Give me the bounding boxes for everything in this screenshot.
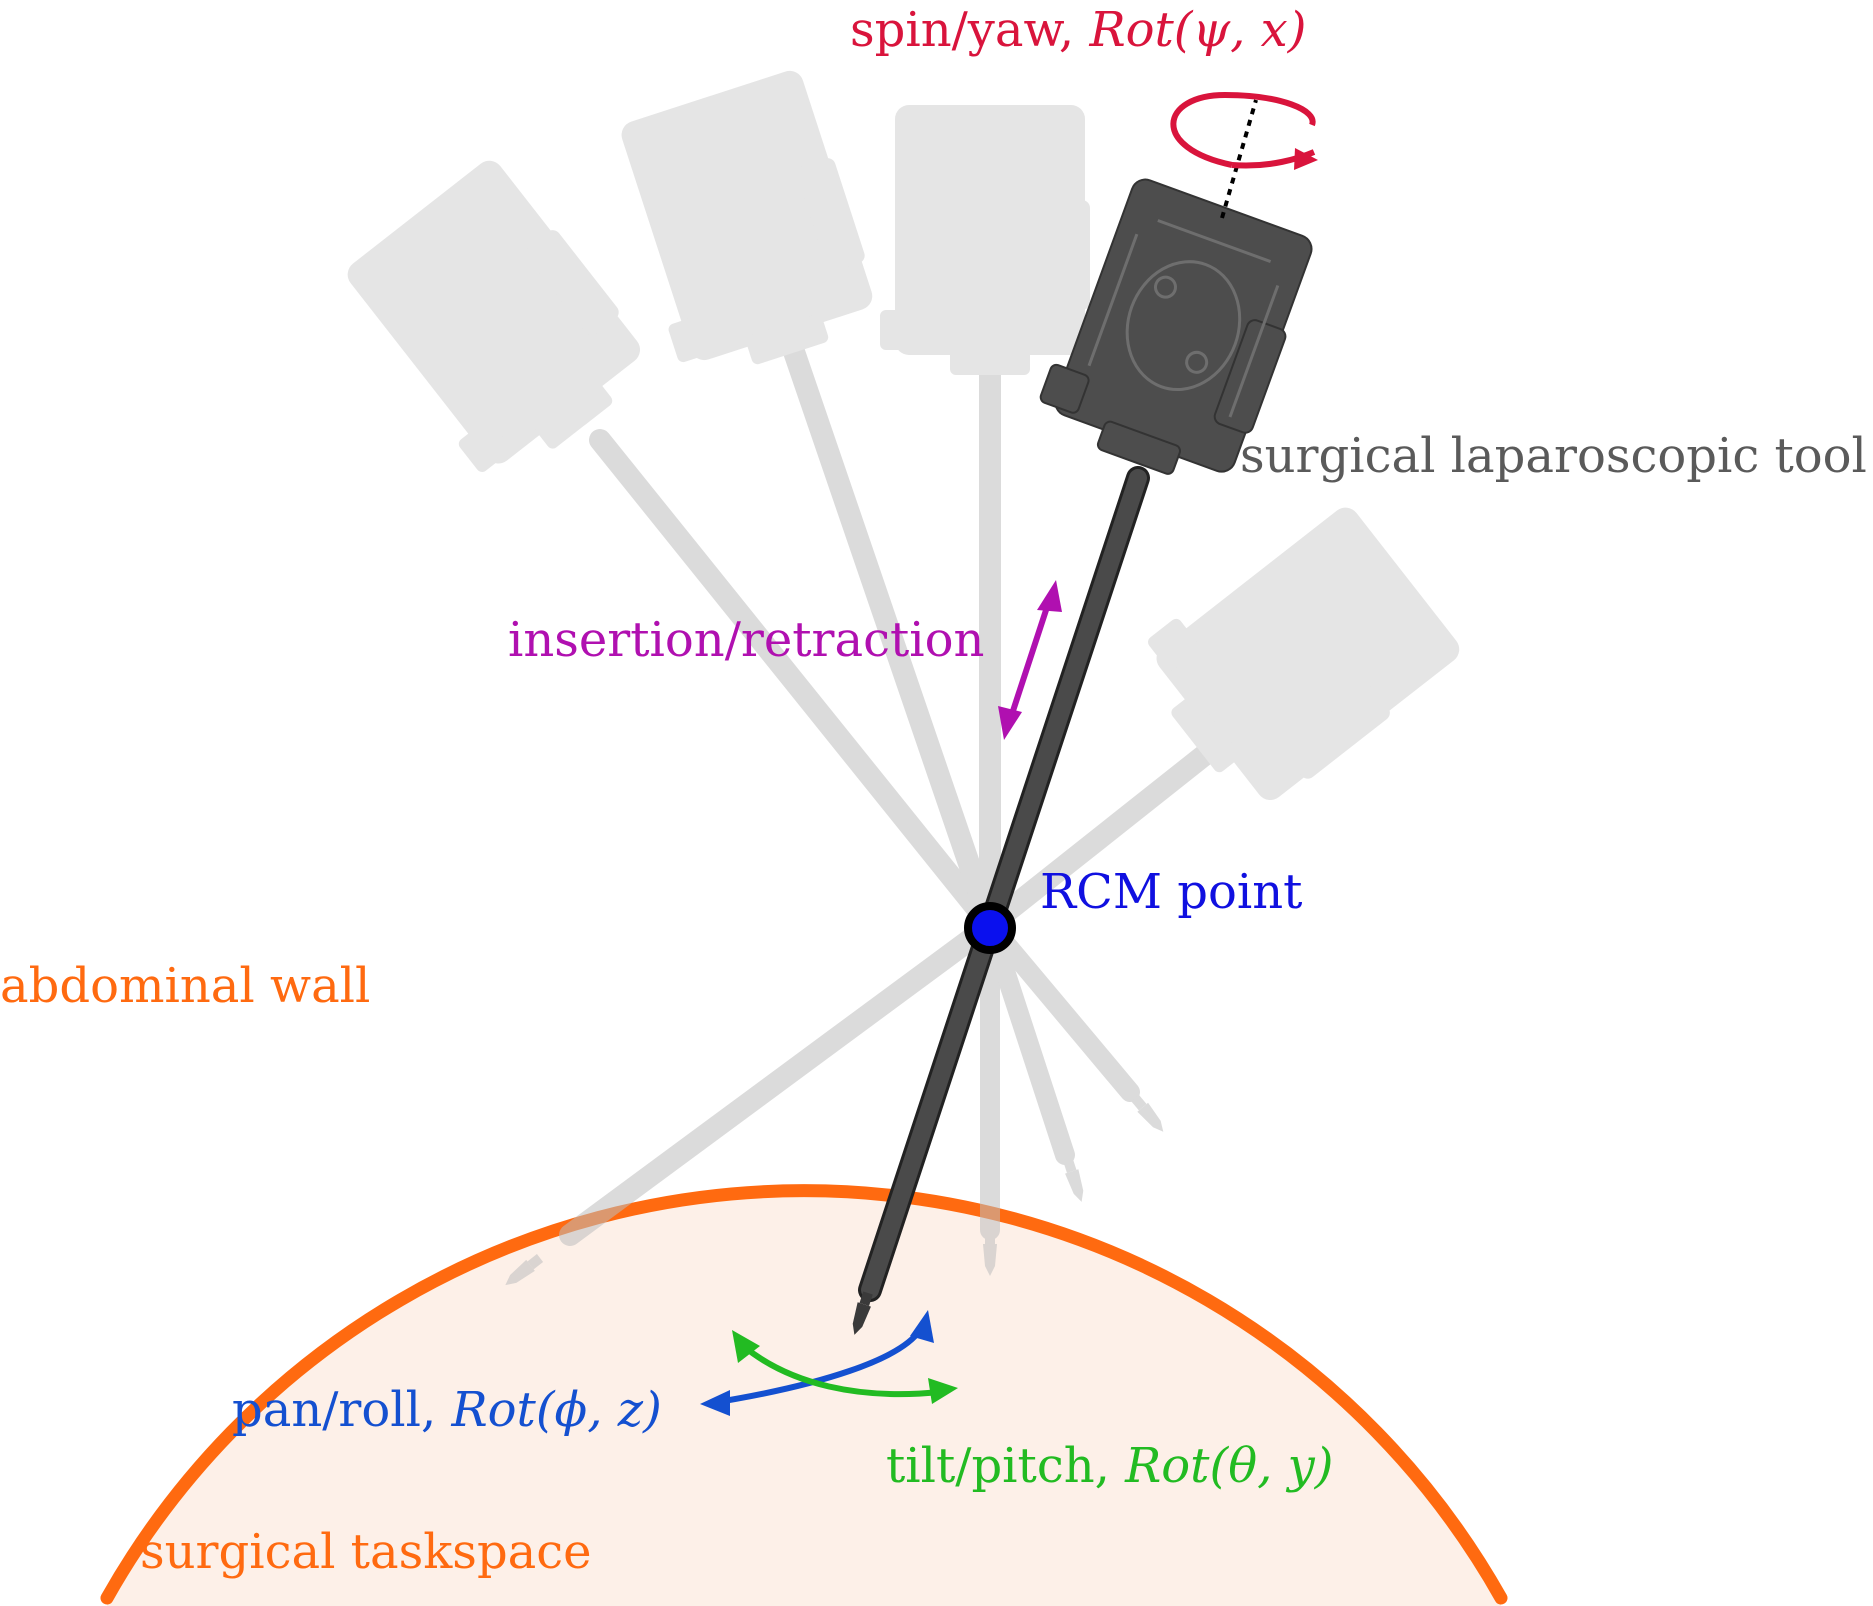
surgical-taskspace-region: [107, 1190, 1501, 1606]
spin-yaw-label: spin/yaw, Rot(ψ, x): [850, 2, 1306, 58]
abdominal-wall-arc: [100, 1184, 1508, 1605]
ghost-tool: [880, 105, 1090, 1276]
pan-roll-arrow: [700, 1310, 934, 1416]
rcm-point-marker: [964, 902, 1016, 954]
rcm-point-label: RCM point: [1040, 864, 1302, 920]
insertion-retraction-arrow: [998, 580, 1062, 740]
spin-rotation-arrow: [1170, 91, 1316, 168]
ghost-tools: [330, 65, 1468, 1291]
tilt-pitch-arrow: [732, 1330, 958, 1404]
surgical-taskspace-label: surgical taskspace: [140, 1524, 592, 1580]
spin-arrowhead-icon: [1294, 148, 1318, 170]
ghost-tool: [330, 152, 1001, 1291]
spin-axis-line: [1220, 99, 1258, 219]
insertion-retraction-label: insertion/retraction: [508, 612, 984, 668]
tool-label: surgical laparoscopic tool: [1240, 428, 1867, 484]
ghost-tool: [603, 65, 1001, 936]
pan-roll-label: pan/roll, Rot(ϕ, z): [232, 1382, 662, 1438]
active-laparoscopic-tool: [847, 169, 1322, 1338]
abdominal-wall-label: abdominal wall: [0, 958, 370, 1014]
ghost-tool: [979, 490, 1468, 936]
tilt-pitch-label: tilt/pitch, Rot(θ, y): [886, 1438, 1333, 1494]
